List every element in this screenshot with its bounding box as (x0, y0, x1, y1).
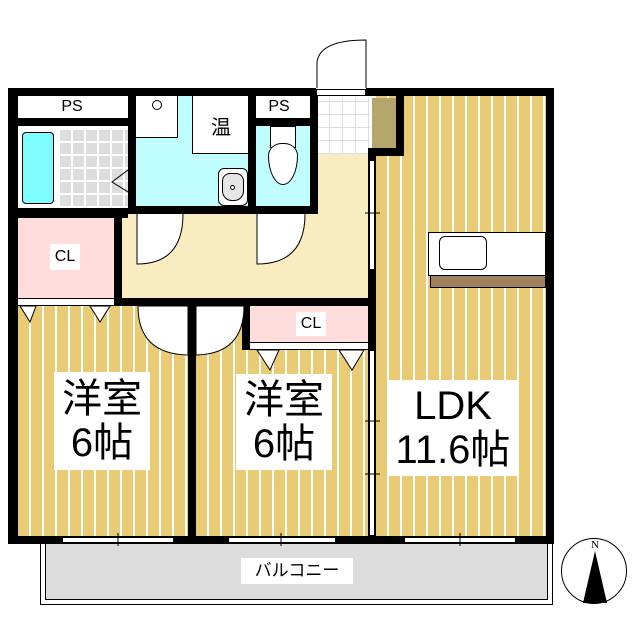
wall-ldk-left (368, 148, 376, 544)
window-room2[interactable] (228, 537, 336, 543)
western-room-1-label: 洋室 6帖 (54, 372, 150, 470)
wall-shoe-bottom (368, 148, 404, 156)
wall-ps-left-bottom (8, 118, 130, 126)
ldk-label: LDK 11.6帖 (388, 380, 518, 476)
shoe-storage (372, 98, 396, 148)
bathtub (22, 132, 54, 204)
wall-wet-bottom (128, 206, 318, 214)
western-room-2-label: 洋室 6帖 (236, 374, 332, 470)
closet-middle-doors[interactable] (250, 342, 368, 350)
wall-wash-toilet (248, 96, 256, 214)
entrance-tile (316, 98, 370, 154)
balcony-label: バルコニー (241, 558, 353, 584)
water-heater-label: 温 (208, 114, 234, 139)
wash-basin (218, 168, 248, 206)
wall-top-left (8, 88, 316, 96)
balcony (40, 543, 553, 605)
ps-left-label: PS (57, 98, 87, 116)
entrance-door-sill (316, 89, 366, 96)
closet-middle-label: CL (296, 312, 326, 336)
north-arrow-icon (583, 551, 607, 603)
wall-room1-room2 (188, 298, 196, 544)
western-room-2-name: 洋室 (244, 378, 324, 422)
western-room-2-size: 6帖 (252, 422, 316, 466)
north-label: N (591, 539, 599, 551)
ldk-sliding-door-lower[interactable] (369, 350, 375, 536)
kitchen-sink (439, 236, 487, 270)
north-compass: N (561, 538, 627, 604)
wall-bath-wash (128, 96, 136, 214)
wall-closet-hall (114, 210, 122, 306)
western-room-1-size: 6帖 (70, 421, 134, 465)
wall-shoe-right (396, 96, 404, 156)
ps-right-label: PS (264, 98, 294, 116)
bathroom-floor (58, 128, 128, 208)
wall-left (8, 88, 18, 544)
wall-closet2-left (242, 298, 250, 350)
closet-left-doors[interactable] (18, 298, 114, 306)
washing-machine-drain-icon (152, 100, 162, 110)
kitchen-counter-base (430, 275, 546, 288)
wall-right (546, 88, 554, 544)
western-room-1-name: 洋室 (62, 377, 142, 421)
wall-toilet-right (310, 96, 318, 214)
entrance-hall-floor (310, 152, 370, 212)
ldk-size: 11.6帖 (395, 428, 511, 472)
wall-bath-bottom (8, 208, 128, 218)
ldk-sliding-door-upper[interactable] (369, 160, 375, 270)
ldk-name: LDK (414, 384, 492, 428)
closet-left-label: CL (50, 244, 80, 270)
wall-ps-right-bottom (256, 118, 310, 126)
toilet-bowl-icon (268, 143, 298, 185)
wall-top-right (366, 88, 554, 96)
